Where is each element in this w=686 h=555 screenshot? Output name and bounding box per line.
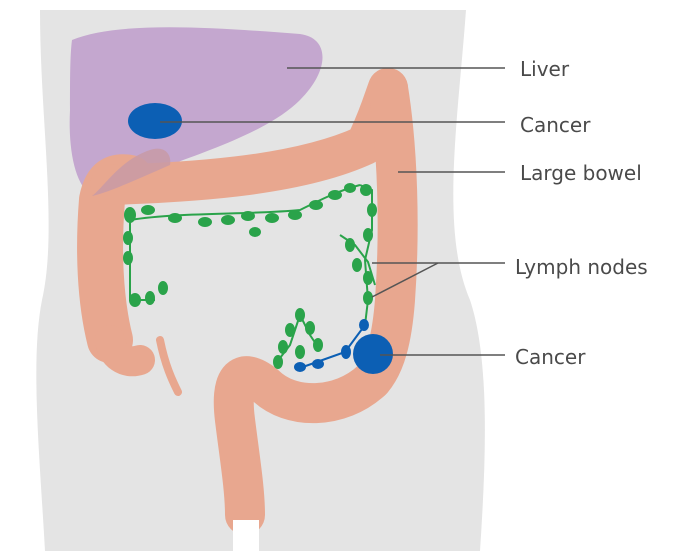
lymph-node (309, 200, 323, 210)
lymph-node (360, 184, 372, 196)
label-lymph-nodes: Lymph nodes (515, 257, 648, 277)
lymph-node (305, 321, 315, 335)
lymph-node (145, 291, 155, 305)
lymph-node (221, 215, 235, 225)
lymph-node (288, 210, 302, 220)
liver-cancer (128, 103, 182, 139)
label-cancer-bowel: Cancer (515, 347, 585, 367)
bowel-cancer (353, 334, 393, 374)
lymph-node (295, 308, 305, 322)
lymph-node (123, 231, 133, 245)
cancer-lymph-node (312, 359, 324, 369)
lymph-node (249, 227, 261, 237)
lymph-node (367, 203, 377, 217)
cancer-lymph-node (294, 362, 306, 372)
label-liver: Liver (520, 59, 569, 79)
lymph-node (345, 238, 355, 252)
lymph-node (313, 338, 323, 352)
cancer-lymph-node (359, 319, 369, 331)
lymph-node (273, 355, 283, 369)
cancer-lymph-node (341, 345, 351, 359)
lymph-node (265, 213, 279, 223)
lymph-node (168, 213, 182, 223)
lymph-node (241, 211, 255, 221)
lymph-node (328, 190, 342, 200)
lymph-node (141, 205, 155, 215)
rectum-end (233, 520, 259, 551)
lymph-node (124, 207, 136, 223)
lymph-node (123, 251, 133, 265)
lymph-node (129, 293, 141, 307)
lymph-node (278, 340, 288, 354)
lymph-node (198, 217, 212, 227)
lymph-node (344, 183, 356, 193)
lymph-node (285, 323, 295, 337)
lymph-node (363, 291, 373, 305)
label-cancer-liver: Cancer (520, 115, 590, 135)
lymph-node (295, 345, 305, 359)
label-large-bowel: Large bowel (520, 163, 642, 183)
lymph-node (363, 271, 373, 285)
lymph-node (352, 258, 362, 272)
lymph-node (158, 281, 168, 295)
lymph-node (363, 228, 373, 242)
